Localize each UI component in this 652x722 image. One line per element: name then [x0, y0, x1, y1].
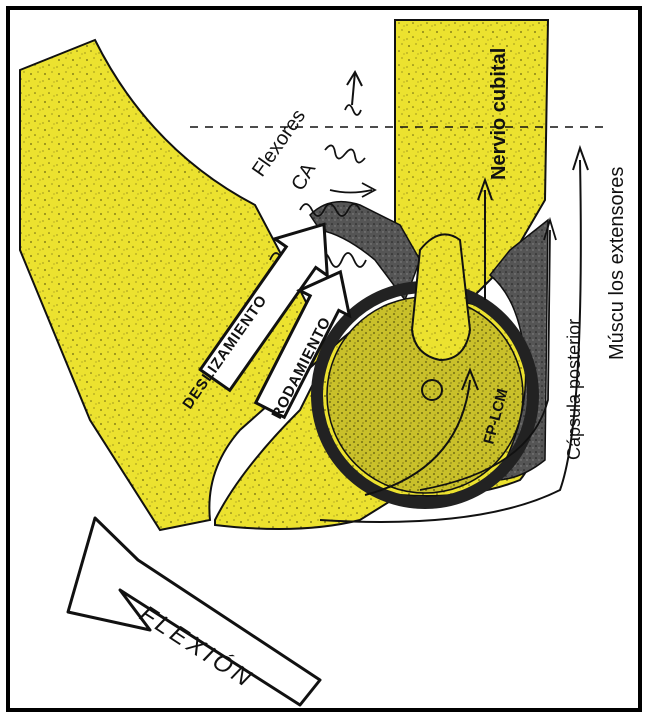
ca-arrow [330, 190, 372, 193]
label-ca: CA [287, 159, 320, 195]
label-capsula-posterior: Cápsula posterior [564, 319, 584, 460]
label-musculos-extensores: Múscu los extensores [606, 167, 628, 360]
coronoid-process [412, 234, 470, 360]
flexion-arrow-icon [68, 518, 320, 705]
label-nervio-cubital: Nervio cubital [488, 48, 510, 180]
